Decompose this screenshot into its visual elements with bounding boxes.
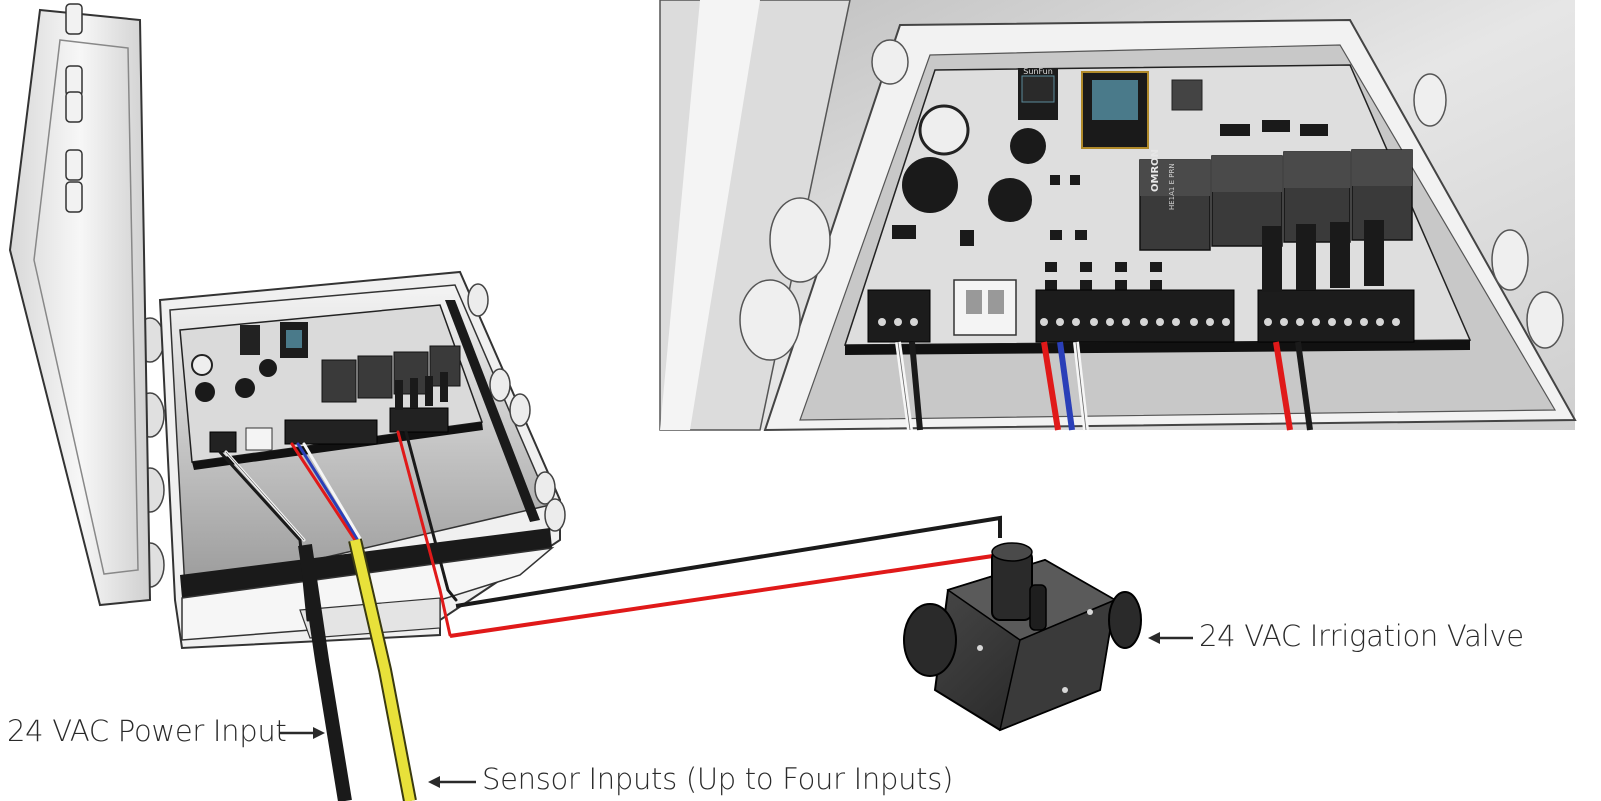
sensor-arrow (428, 776, 476, 788)
enclosure (8, 3, 566, 650)
pcb-board (179, 304, 484, 470)
sensor-inputs-label: Sensor Inputs (Up to Four Inputs) (482, 762, 954, 796)
valve-arrow (1148, 632, 1193, 644)
terminal-blocks (867, 220, 1415, 343)
inset-detail-view: SunFun (659, 0, 1577, 432)
power-input-label: 24 VAC Power Input (7, 714, 287, 748)
power-input-cable (298, 543, 352, 801)
relays-small (321, 345, 461, 403)
relay-model-label: HE1A1 E PRN (1168, 163, 1176, 210)
enclosure-lid (8, 3, 152, 607)
power-arrow (280, 727, 325, 739)
relays-detail: OMRON HE1A1 E PRN (1139, 149, 1413, 251)
inset-wires (895, 341, 1313, 431)
relay-brand-label: OMRON (1150, 149, 1161, 192)
module-marking: SunFun (1023, 67, 1053, 76)
irrigation-valve-label: 24 VAC Irrigation Valve (1199, 619, 1524, 653)
irrigation-valve (903, 542, 1142, 732)
label-arrows (280, 632, 1193, 788)
valve-wire-black (455, 515, 1002, 608)
